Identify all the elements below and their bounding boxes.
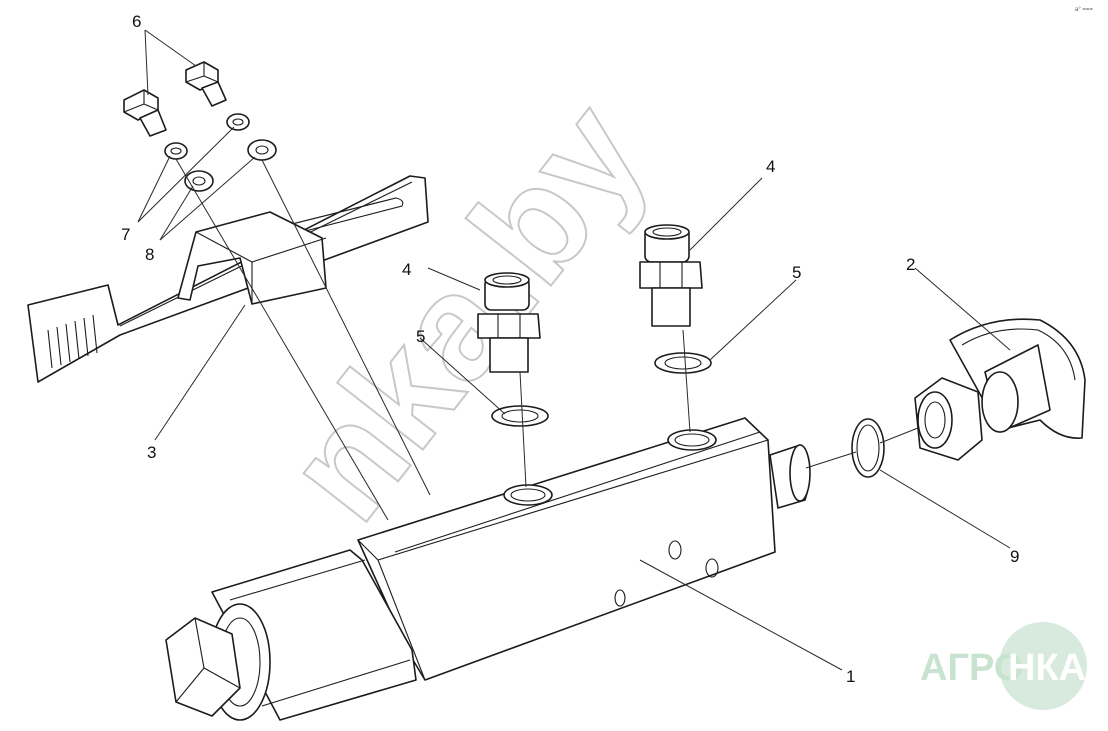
part-8-washers [184,139,277,192]
part-4-fitting-left [477,272,541,373]
part-6-bolt-left [123,89,167,137]
callout-4-left: 4 [402,260,411,279]
part-1-body [165,417,811,721]
callout-5-right: 5 [792,263,801,282]
callout-7: 7 [121,225,130,244]
callout-6: 6 [132,12,141,31]
logo: АГРО НКА [920,622,1087,710]
part-5-washer-left [491,405,549,427]
corner-mark: a° === [1075,7,1093,13]
bracket-slots [47,314,98,369]
logo-right-text: НКА [1008,647,1086,689]
callout-2: 2 [906,255,915,274]
part-3-bracket [27,175,429,383]
callout-8: 8 [145,245,154,264]
callout-4-right: 4 [766,157,775,176]
leader-lines [137,29,1011,671]
callouts: 6 7 8 3 4 5 4 5 2 9 1 [121,12,1019,686]
callout-1: 1 [846,667,855,686]
logo-circle [999,622,1087,710]
part-6-bolt-right [185,61,227,107]
callout-9: 9 [1010,547,1019,566]
part-2-coupling [914,318,1086,461]
part-4-fitting-right [639,224,703,327]
callout-3: 3 [147,443,156,462]
logo-left-text: АГРО [920,647,1023,689]
part-7-washers [164,113,250,160]
part-5-washer-right [654,352,712,374]
callout-5-left: 5 [416,327,425,346]
